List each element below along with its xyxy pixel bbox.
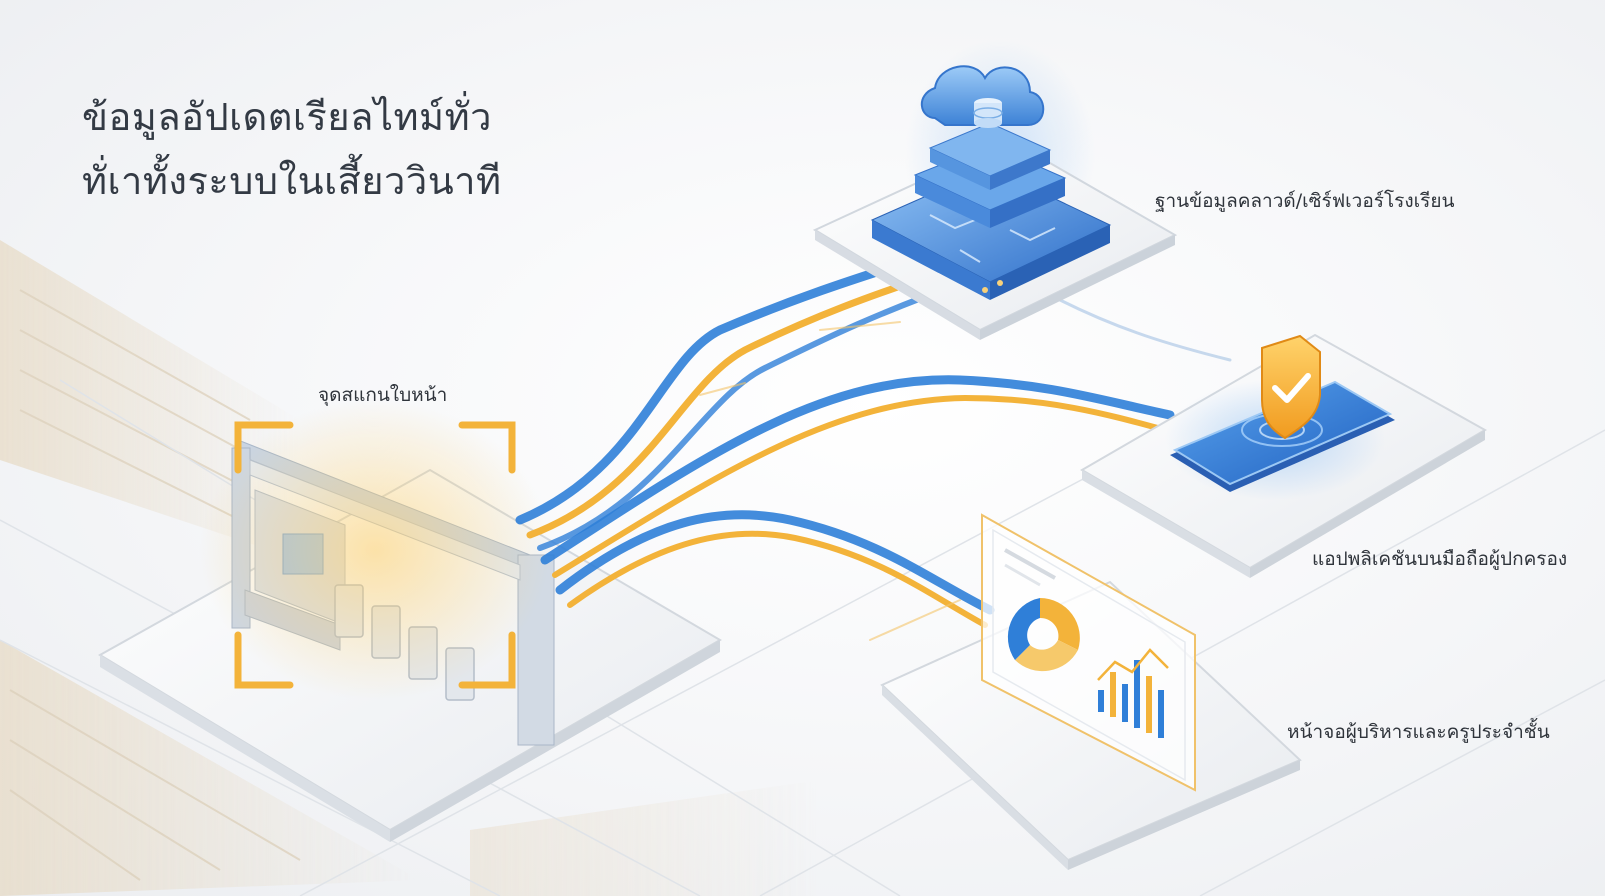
data-cables: [515, 250, 1232, 641]
check-shield-icon: [1261, 334, 1321, 440]
admin-dashboard-node: [880, 513, 1302, 870]
headline-line-2: ทั่เาทั้งระบบในเสี้ยววินาที: [82, 159, 502, 203]
parent-app-node: [1080, 333, 1488, 578]
parent-app-label: แอปพลิเคชันบนมือถือผู้ปกครอง: [1312, 548, 1568, 570]
headline-line-1: ข้อมูลอัปเดตเรียลไทม์ทั่ว: [82, 95, 492, 139]
donut-chart-icon: [1007, 598, 1080, 672]
bar-chart-icon: [1097, 648, 1169, 738]
cloud-database-icon: [920, 65, 1045, 128]
scan-point-label: จุดสแกนใบหน้า: [318, 384, 448, 406]
scan-frame-corners: [234, 421, 516, 689]
scan-point-station: [98, 400, 722, 842]
cloud-server-node: [812, 40, 1178, 340]
cloud-server-label: ฐานข้อมูลคลาวด์/เซิร์ฟเวอร์โรงเรียน: [1155, 190, 1455, 212]
admin-dashboard-label: หน้าจอผู้บริหารและครูประจำชั้น: [1287, 721, 1550, 743]
